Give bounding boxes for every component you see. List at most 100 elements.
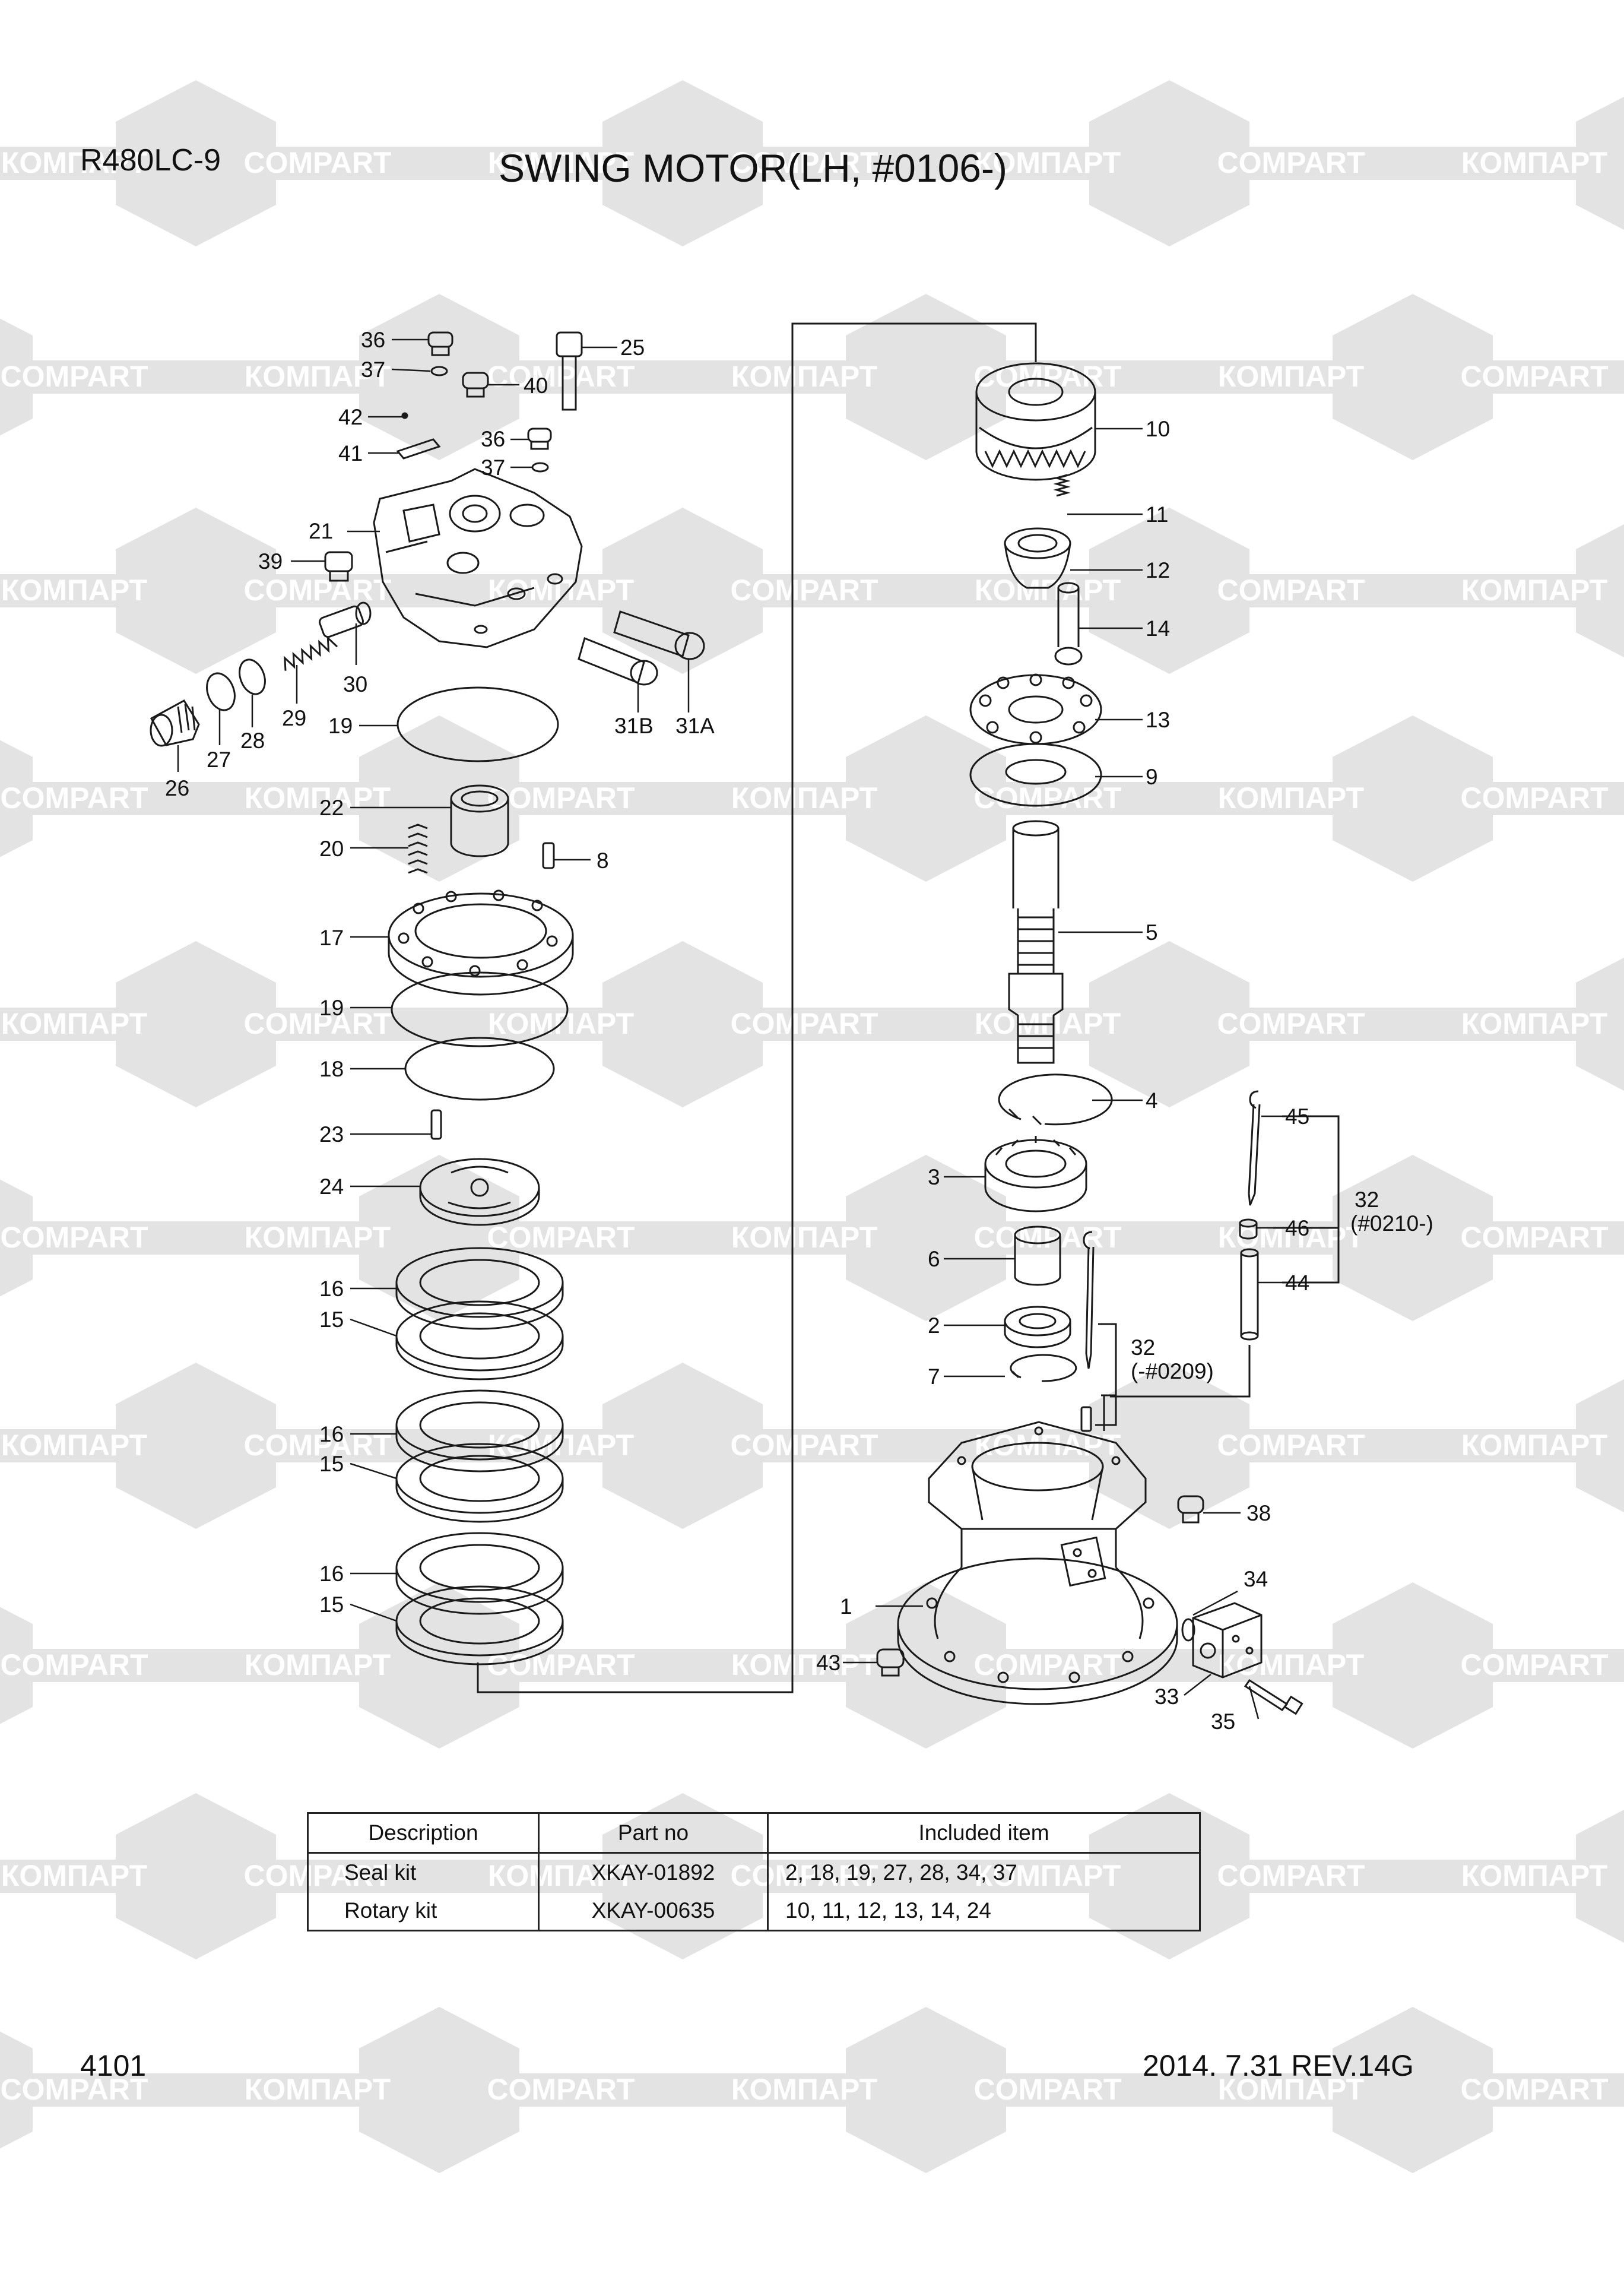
watermark-text: КОМПАРТ xyxy=(731,360,877,393)
callout-19: 19 xyxy=(328,714,353,738)
watermark-text: COMPART xyxy=(1217,146,1365,179)
callout-24: 24 xyxy=(319,1174,344,1199)
part-14-piston xyxy=(1054,582,1083,666)
watermark-text: КОМПАРТ xyxy=(245,781,391,815)
callout-34: 34 xyxy=(1244,1567,1268,1591)
callout-11: 11 xyxy=(1146,502,1168,527)
callout-41: 41 xyxy=(338,441,363,466)
watermark-band xyxy=(0,1008,439,1041)
part-18-oring xyxy=(404,1037,555,1101)
watermark-band xyxy=(196,1649,683,1682)
part-20-spring xyxy=(408,824,428,874)
part-24-valve-plate xyxy=(419,1158,540,1226)
callout-12: 12 xyxy=(1146,558,1170,582)
watermark-text: КОМПАРТ xyxy=(731,1648,877,1682)
watermark-text: COMPART xyxy=(730,146,878,179)
watermark-band xyxy=(683,2073,1169,2107)
part-5-shaft xyxy=(1008,820,1064,1064)
watermark-text: COMPART xyxy=(730,574,878,607)
watermark-band xyxy=(196,360,683,394)
callout-39: 39 xyxy=(258,549,283,574)
part-25-bolt xyxy=(556,331,583,411)
model-label: R480LC-9 xyxy=(80,143,221,178)
watermark-band xyxy=(0,147,439,180)
watermark-text: COMPART xyxy=(487,781,635,815)
watermark-text: COMPART xyxy=(243,1007,391,1040)
watermark-text: КОМПАРТ xyxy=(1218,1648,1364,1682)
part-31a-spool xyxy=(613,610,705,660)
bracket-32-b xyxy=(1273,1115,1340,1284)
part-6-bush xyxy=(1014,1226,1061,1286)
callout-10: 10 xyxy=(1146,417,1170,441)
part-27-ring xyxy=(206,672,236,711)
watermark-text: COMPART xyxy=(1460,781,1608,815)
callout-15c: 15 xyxy=(319,1592,344,1617)
watermark-text: КОМПАРТ xyxy=(245,360,391,393)
watermark-text: КОМПАРТ xyxy=(975,146,1121,179)
kit-description: Seal kit xyxy=(307,1852,540,1892)
part-26-plug xyxy=(150,699,200,747)
watermark-band xyxy=(926,574,1413,607)
watermark-text: COMPART xyxy=(973,2073,1121,2106)
callout-37b: 37 xyxy=(481,455,505,480)
watermark-text: КОМПАРТ xyxy=(488,574,634,607)
part-10-cylinder-block xyxy=(975,362,1096,481)
kit-part-no: XKAY-01892 xyxy=(538,1852,769,1892)
part-21-valve-casing xyxy=(373,468,583,648)
callout-30: 30 xyxy=(343,672,367,696)
watermark-band xyxy=(926,147,1413,180)
watermark-text: COMPART xyxy=(0,360,148,393)
callout-16c: 16 xyxy=(319,1562,344,1586)
part-40-plug xyxy=(462,372,489,398)
kit-header-description: Description xyxy=(307,1812,540,1854)
part-9-swash-plate xyxy=(969,743,1102,807)
watermark-text: COMPART xyxy=(1460,2073,1608,2106)
watermark-band xyxy=(1413,147,1624,180)
watermark-band xyxy=(0,574,439,607)
watermark-band xyxy=(1413,1008,1624,1041)
bracket-32-a xyxy=(1095,1323,1117,1426)
callout-14: 14 xyxy=(1146,616,1170,641)
callout-44: 44 xyxy=(1285,1271,1309,1295)
callout-21: 21 xyxy=(309,519,333,543)
watermark-text: КОМПАРТ xyxy=(1,146,147,179)
callout-15: 15 xyxy=(319,1307,344,1332)
callout-19b: 19 xyxy=(319,996,344,1020)
disc-stack-3 xyxy=(395,1532,564,1665)
kit-table: Description Part no Included item Seal k… xyxy=(307,1812,1201,1931)
part-44-pipe xyxy=(1240,1248,1259,1341)
watermark-band xyxy=(1413,574,1624,607)
kit-description: Rotary kit xyxy=(307,1892,540,1931)
watermark-text: КОМПАРТ xyxy=(245,1221,391,1254)
watermark-text: COMPART xyxy=(973,1221,1121,1254)
watermark-band xyxy=(683,782,1169,815)
part-2-oil-seal xyxy=(1004,1306,1071,1348)
part-19-oring xyxy=(397,686,559,762)
disc-stack-2 xyxy=(395,1389,564,1523)
revision-date: 2014. 7.31 REV.14G xyxy=(1143,2049,1414,2082)
callout-37: 37 xyxy=(361,357,385,382)
watermark-text: КОМПАРТ xyxy=(731,781,877,815)
watermark-band xyxy=(439,1429,926,1462)
watermark-band xyxy=(683,1649,1169,1682)
part-38-plug xyxy=(1177,1495,1204,1524)
part-33-block xyxy=(1192,1602,1263,1679)
watermark-text: COMPART xyxy=(487,2073,635,2106)
watermark-text: COMPART xyxy=(487,360,635,393)
gauge-routing-line xyxy=(1103,1345,1251,1431)
watermark-band xyxy=(0,1649,196,1682)
part-7-snap-ring xyxy=(1010,1354,1077,1382)
watermark-text: COMPART xyxy=(730,1007,878,1040)
callout-43: 43 xyxy=(816,1651,840,1675)
callout-1: 1 xyxy=(840,1594,852,1619)
watermark-band xyxy=(439,147,926,180)
callout-35: 35 xyxy=(1211,1709,1235,1734)
callout-33: 33 xyxy=(1154,1684,1179,1709)
watermark-text: КОМПАРТ xyxy=(1218,360,1364,393)
callout-16b: 16 xyxy=(319,1422,344,1446)
page-title: SWING MOTOR(LH, #0106-) xyxy=(499,146,1007,190)
table-row: Rotary kit XKAY-00635 10, 11, 12, 13, 14… xyxy=(307,1892,1201,1931)
watermark-text: КОМПАРТ xyxy=(1,1429,147,1462)
watermark-text: КОМПАРТ xyxy=(245,1648,391,1682)
